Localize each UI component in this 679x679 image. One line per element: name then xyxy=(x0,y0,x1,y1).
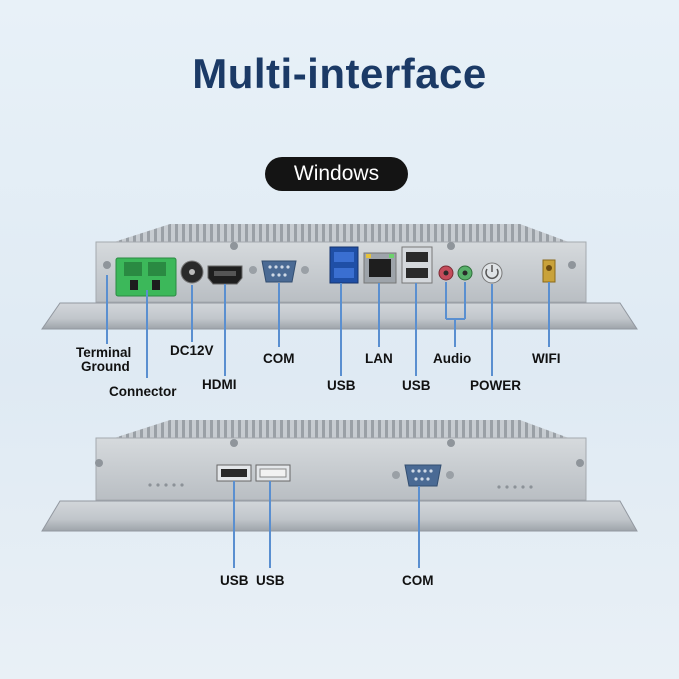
screw-icon xyxy=(447,242,455,250)
label-usb-top-1: USB xyxy=(327,378,356,393)
screw-icon xyxy=(95,459,103,467)
front-bezel xyxy=(41,500,638,532)
page-title: Multi-interface xyxy=(192,50,487,97)
label-hdmi: HDMI xyxy=(202,377,237,392)
bottom-io-panel xyxy=(41,420,638,532)
screw-icon xyxy=(447,439,455,447)
screw-icon xyxy=(576,459,584,467)
chassis-body xyxy=(95,437,587,501)
os-badge: Windows xyxy=(265,157,408,191)
label-lan: LAN xyxy=(365,351,393,366)
usb-port-icon xyxy=(216,464,252,482)
label-wifi: WIFI xyxy=(532,351,561,366)
usb3-port-icon xyxy=(329,246,359,284)
indicator-dots xyxy=(148,483,184,487)
dc-jack-icon xyxy=(180,260,204,284)
label-power: POWER xyxy=(470,378,522,393)
label-com-bottom: COM xyxy=(402,573,434,588)
label-usb-top-2: USB xyxy=(402,378,431,393)
screw-icon xyxy=(568,261,576,269)
label-connector: Connector xyxy=(109,384,177,399)
label-com-top: COM xyxy=(263,351,295,366)
label-ground: Ground xyxy=(81,359,130,374)
callout-lines-bottom xyxy=(233,481,420,568)
wifi-antenna-icon xyxy=(542,259,556,283)
top-io-panel xyxy=(41,224,638,330)
usb2-port-icon xyxy=(401,246,433,284)
lan-port-icon xyxy=(363,252,397,284)
label-usb-bottom-1: USB xyxy=(220,573,249,588)
front-bezel xyxy=(41,302,638,330)
screw-icon xyxy=(230,242,238,250)
screw-icon xyxy=(230,439,238,447)
label-usb-bottom-2: USB xyxy=(256,573,285,588)
com-port-icon xyxy=(392,464,454,487)
screw-icon xyxy=(103,261,111,269)
power-button-icon xyxy=(481,262,503,284)
com-port-icon xyxy=(249,260,309,283)
label-dc12v: DC12V xyxy=(170,343,214,358)
label-audio: Audio xyxy=(433,351,472,366)
usb-port-icon xyxy=(255,464,291,482)
label-terminal: Terminal xyxy=(76,345,132,360)
callout-lines-top xyxy=(106,275,550,378)
hdmi-port-icon xyxy=(207,265,243,285)
indicator-dots xyxy=(497,485,533,489)
